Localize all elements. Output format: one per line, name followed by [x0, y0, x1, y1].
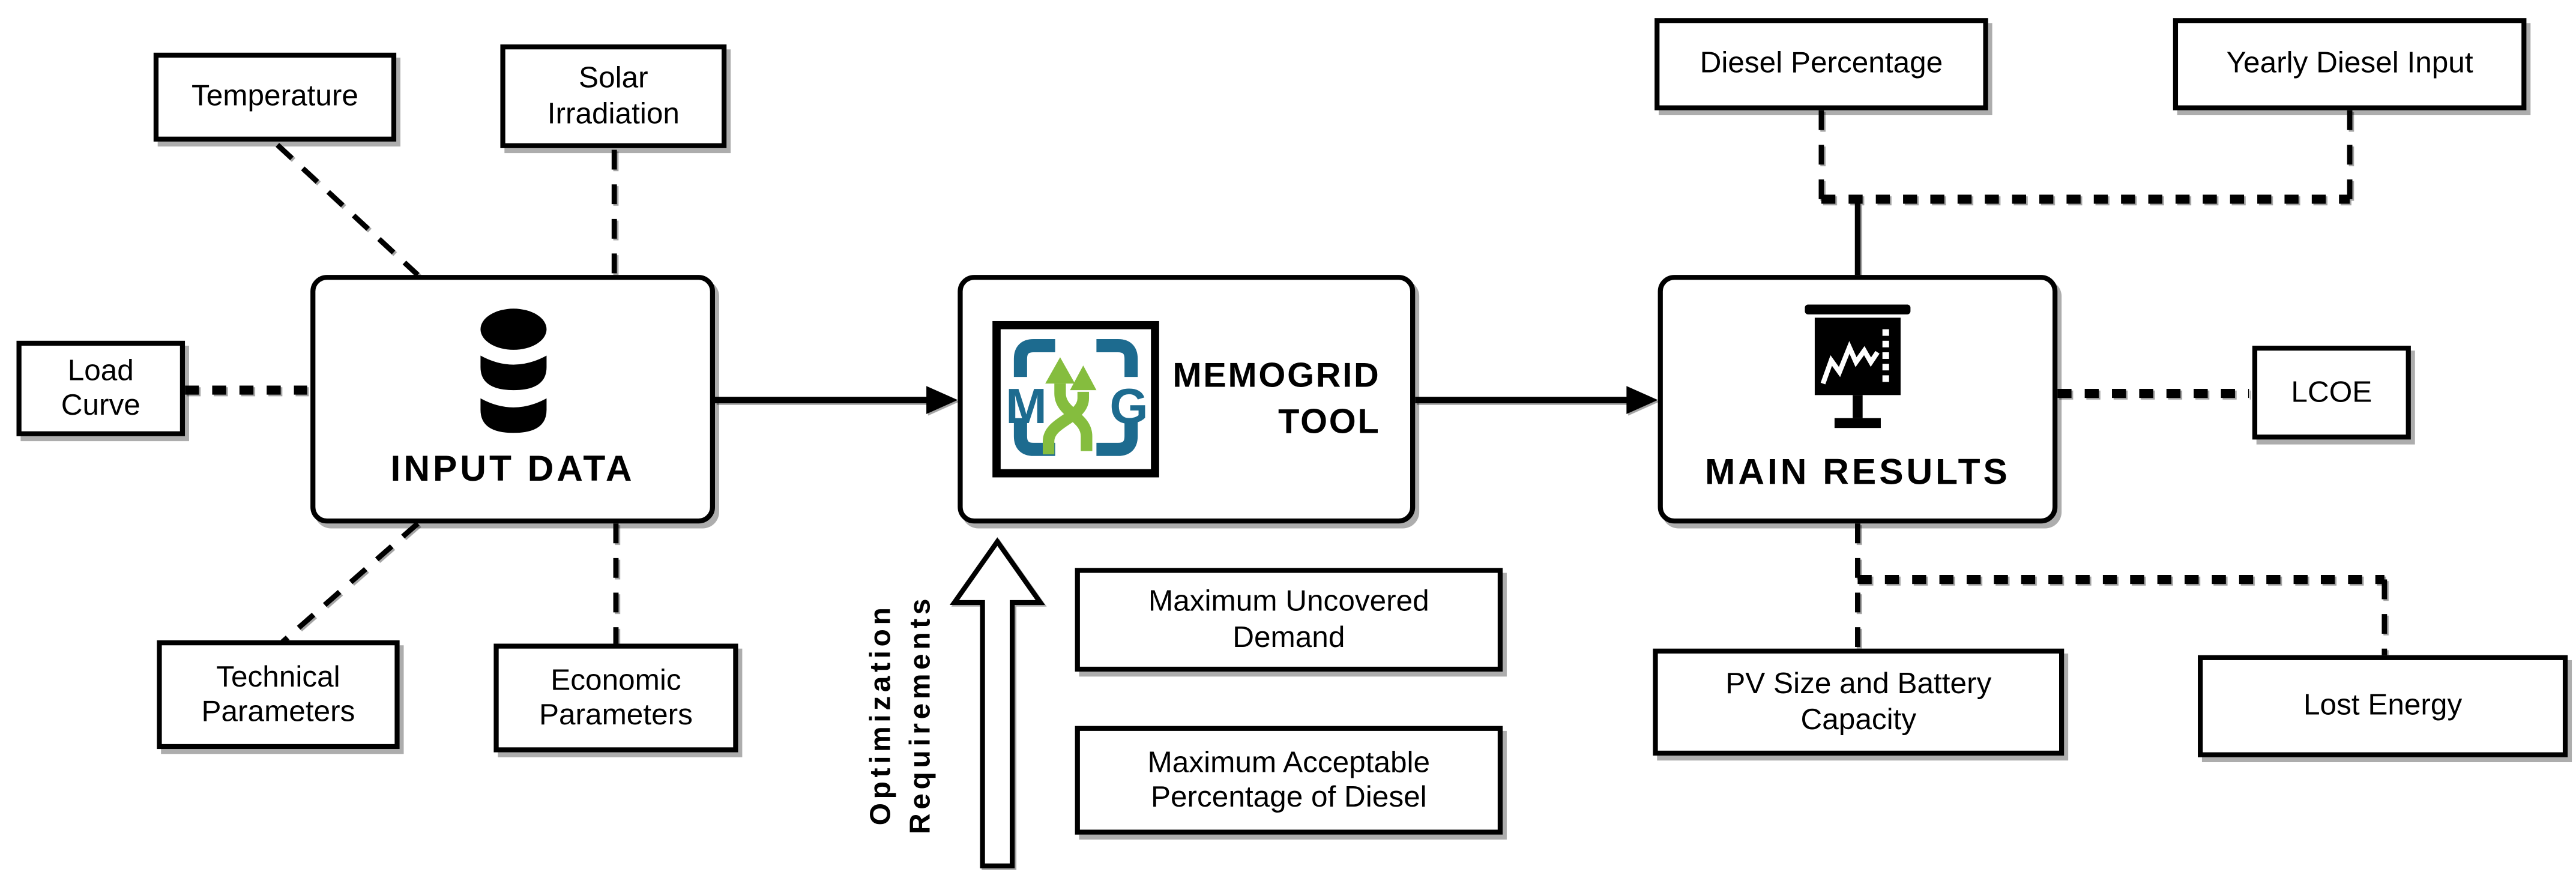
- node-pv-size-battery-capacity-label: PV Size and Battery Capacity: [1725, 667, 1992, 735]
- node-input-data-label: INPUT DATA: [390, 448, 635, 489]
- optimization-line1: Optimization: [864, 603, 897, 826]
- arrow-memogrid-to-main-head: [1626, 386, 1658, 414]
- node-maximum-uncovered-demand: Maximum Uncovered Demand: [1075, 568, 1503, 672]
- memogrid-logo-letter-m: M: [1006, 379, 1047, 434]
- node-lost-energy-label: Lost Energy: [2303, 688, 2463, 722]
- node-memogrid-tool: M G MEMOGRID TOOL: [958, 275, 1416, 524]
- node-yearly-diesel-input-label: Yearly Diesel Input: [2226, 46, 2473, 80]
- database-icon: [480, 308, 546, 433]
- memogrid-label-line2: TOOL: [1278, 402, 1381, 440]
- node-temperature: Temperature: [153, 52, 397, 142]
- node-maximum-acceptable-percentage-of-diesel-label: Maximum Acceptable Percentage of Diesel: [1147, 745, 1431, 814]
- memogrid-logo-arrowhead-right: [1070, 365, 1097, 391]
- node-yearly-diesel-input: Yearly Diesel Input: [2173, 18, 2527, 110]
- node-lcoe-label: LCOE: [2291, 375, 2372, 408]
- node-lost-energy: Lost Energy: [2198, 655, 2568, 757]
- node-solar-irradiation: Solar Irradiation: [500, 44, 727, 148]
- node-maximum-acceptable-percentage-of-diesel: Maximum Acceptable Percentage of Diesel: [1075, 726, 1503, 835]
- arrow-input-to-memogrid-head: [926, 386, 958, 414]
- node-temperature-label: Temperature: [191, 79, 358, 113]
- node-memogrid-tool-label: MEMOGRID TOOL: [1159, 354, 1381, 444]
- presentation-chart-icon: [1805, 304, 1911, 428]
- connector-input-to-technical: [280, 521, 420, 645]
- node-input-data: INPUT DATA: [310, 275, 716, 524]
- memogrid-logo-arrowhead-left: [1045, 357, 1075, 384]
- node-solar-irradiation-label: Solar Irradiation: [547, 61, 680, 130]
- memogrid-logo-brackets: [1013, 339, 1138, 456]
- memogrid-logo-letter-g: G: [1109, 379, 1148, 434]
- node-economic-parameters: Economic Parameters: [493, 643, 738, 753]
- optimization-requirements-label: Optimization Requirements: [858, 541, 944, 887]
- node-lcoe: LCOE: [2252, 346, 2411, 440]
- node-technical-parameters: Technical Parameters: [157, 640, 400, 750]
- node-maximum-uncovered-demand-label: Maximum Uncovered Demand: [1148, 585, 1429, 653]
- memogrid-logo-arrows: [1043, 383, 1093, 455]
- node-main-results: MAIN RESULTS: [1658, 275, 2058, 524]
- node-pv-size-battery-capacity: PV Size and Battery Capacity: [1653, 648, 2065, 756]
- node-diesel-percentage: Diesel Percentage: [1654, 18, 1988, 110]
- memogrid-label-line1: MEMOGRID: [1172, 357, 1381, 395]
- up-arrow-outline: [949, 537, 1045, 868]
- node-load-curve-label: Load Curve: [61, 353, 140, 422]
- node-technical-parameters-label: Technical Parameters: [201, 660, 355, 728]
- node-load-curve: Load Curve: [16, 340, 186, 436]
- node-economic-parameters-label: Economic Parameters: [538, 663, 693, 731]
- node-main-results-label: MAIN RESULTS: [1705, 451, 2010, 493]
- optimization-line2: Requirements: [903, 594, 937, 835]
- node-diesel-percentage-label: Diesel Percentage: [1700, 46, 1943, 80]
- connector-temperature-to-input: [276, 143, 420, 277]
- memogrid-logo: M G: [992, 320, 1159, 478]
